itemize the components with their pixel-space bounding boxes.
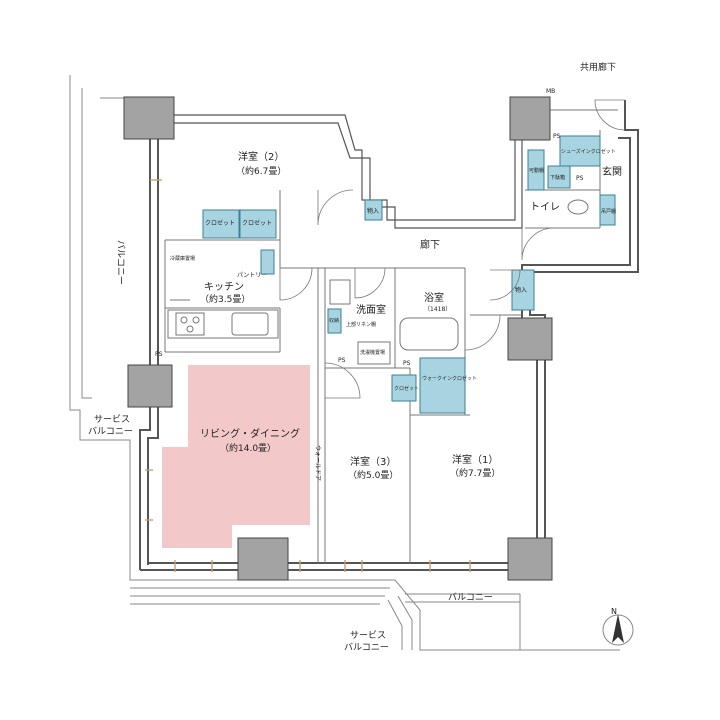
living-dining-label: リビング・ダイニング — [200, 427, 300, 440]
linen-shelf-label: 上部リネン棚 — [346, 321, 376, 328]
walk-in-closet-unit — [419, 357, 466, 414]
western-room-3-area: （約5.0畳） — [348, 469, 398, 481]
closet-label-b: クロゼット — [242, 219, 272, 227]
shared-corridor-label: 共用廊下 — [580, 61, 616, 73]
dry-storage-unit — [327, 308, 342, 334]
window-marks — [145, 179, 471, 572]
closet-unit — [202, 209, 240, 239]
living-dining-area-label: （約14.0畳） — [220, 442, 276, 454]
pillar — [123, 96, 175, 140]
fridge-space-label: 冷蔵庫置場 — [170, 255, 195, 262]
western-room-2-area: （約6.7畳） — [236, 165, 286, 177]
ps-label-kitchen: PS — [155, 351, 163, 358]
kitchen-sink — [231, 312, 269, 336]
mb-label: MB — [546, 88, 555, 95]
wall-cabinet-label: 吊戸棚 — [601, 208, 616, 215]
washer-space-label: 洗濯機置場 — [360, 349, 385, 356]
pillar — [237, 537, 289, 581]
wash-basin — [329, 279, 351, 305]
door — [464, 314, 501, 351]
cooktop — [175, 312, 205, 336]
balcony-south-label: バルコニー — [448, 592, 493, 603]
ps-label-toilet: PS — [576, 175, 584, 182]
toilet-bowl — [567, 199, 589, 215]
western-room-2-label: 洋室（2） — [238, 150, 284, 163]
doors — [279, 99, 626, 399]
structural-pillars — [123, 96, 553, 581]
washroom-label: 洗面室 — [356, 303, 386, 316]
door — [489, 269, 521, 301]
service-balcony-south-label-1: サービス — [350, 630, 386, 641]
ps-label-wash: PS — [338, 357, 346, 364]
storage-units — [202, 135, 616, 414]
kitchen-counter — [167, 309, 279, 339]
toilet-label: トイレ — [530, 202, 560, 213]
closet-label-a: クロゼット — [205, 219, 235, 227]
entrance-label: 玄関 — [602, 165, 622, 178]
service-balcony-west-label-2: バルコニー — [88, 426, 133, 437]
dry-storage-label: 収納 — [329, 317, 339, 324]
service-balcony-south-label-2: バルコニー — [344, 642, 389, 653]
living-dining-area — [162, 365, 310, 548]
pillar — [127, 364, 173, 408]
closet-unit — [239, 209, 277, 239]
pillar — [507, 317, 553, 361]
door — [354, 267, 386, 299]
western-room-1-label: 洋室（1） — [452, 453, 498, 466]
western-room-1-area: （約7.7畳） — [450, 467, 500, 479]
pillar — [509, 96, 551, 141]
entrance-door — [594, 99, 626, 131]
kitchen-area: （約3.5畳） — [200, 293, 250, 305]
pantry-label: パントリー — [237, 272, 267, 279]
storage-label-corridor: 物入 — [367, 207, 379, 215]
shoes-closet-label: シューズインクロゼット — [561, 148, 616, 155]
ps-label-bath: PS — [403, 360, 411, 367]
balcony-outlines — [69, 75, 620, 651]
wall-cabinet-unit — [599, 194, 616, 226]
shoe-box-unit — [547, 165, 571, 189]
pantry-unit — [260, 249, 275, 275]
door — [521, 227, 555, 261]
door — [317, 189, 354, 226]
shoe-box-label: 下駄箱 — [550, 174, 565, 181]
door — [324, 362, 361, 399]
movable-shelf-label: 可動棚 — [529, 167, 544, 174]
ps-label-entrance: PS — [553, 133, 561, 140]
wall-door-label: ウォールドア — [314, 445, 322, 481]
corridor-label: 廊下 — [420, 238, 440, 251]
north-compass-icon — [602, 614, 634, 646]
fixtures — [167, 199, 589, 365]
bathroom-size: （1418） — [424, 306, 451, 313]
door — [279, 267, 313, 301]
north-label: N — [611, 607, 617, 616]
balcony-west-label: バルコニー — [115, 240, 126, 285]
closet-small-label: クロゼット — [394, 385, 419, 392]
western-room-3-label: 洋室（3） — [350, 455, 396, 468]
closet-small-unit — [391, 374, 417, 402]
kitchen-label: キッチン — [204, 281, 244, 293]
washer-box — [357, 341, 391, 365]
service-balcony-west-label-1: サービス — [94, 414, 130, 425]
bathtub — [399, 317, 459, 351]
walk-in-closet-label: ウォークインクロゼット — [422, 375, 477, 382]
storage-unit-corridor — [364, 199, 383, 221]
movable-shelf-unit — [527, 149, 545, 191]
shoes-closet-unit — [559, 135, 601, 167]
storage-label-east: 物入 — [515, 286, 527, 294]
labels: 共用廊下 MB PS PS PS PS PS 玄関 シューズインクロゼット 可動… — [88, 61, 622, 653]
pillar — [507, 537, 553, 581]
bathroom-label: 浴室 — [424, 291, 444, 304]
